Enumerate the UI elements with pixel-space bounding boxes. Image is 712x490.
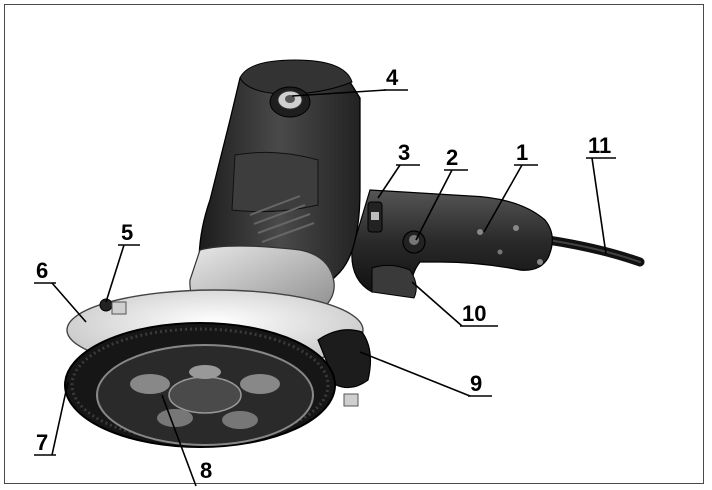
callout-7: 7 <box>34 381 69 456</box>
callout-5: 5 <box>105 220 140 303</box>
callout-label-5: 5 <box>121 220 133 245</box>
sanding-disc <box>96 344 314 446</box>
callout-10: 10 <box>411 281 498 327</box>
motor-housing <box>198 59 361 283</box>
rear-handle <box>351 189 553 293</box>
callout-8: 8 <box>161 394 212 487</box>
callout-label-2: 2 <box>446 145 458 170</box>
callout-label-3: 3 <box>398 140 410 165</box>
callout-label-10: 10 <box>462 301 486 326</box>
callout-3: 3 <box>377 140 420 199</box>
callout-label-7: 7 <box>36 430 48 455</box>
callout-label-11: 11 <box>588 133 611 158</box>
callout-1: 1 <box>483 140 538 233</box>
ring-clamp-screw <box>99 298 359 407</box>
callout-11: 11 <box>586 133 616 255</box>
callout-label-8: 8 <box>200 458 212 483</box>
callout-label-1: 1 <box>516 140 528 165</box>
spindle-lock-button <box>269 86 311 118</box>
callout-6: 6 <box>34 258 87 323</box>
trigger-switch <box>371 264 417 299</box>
callout-2: 2 <box>415 145 468 241</box>
callout-label-6: 6 <box>36 258 48 283</box>
callout-label-4: 4 <box>386 65 399 90</box>
callout-label-9: 9 <box>470 371 482 396</box>
power-cord <box>543 235 645 267</box>
callout-4: 4 <box>291 65 408 97</box>
lock-on-button <box>402 230 426 254</box>
callout-9: 9 <box>359 351 492 397</box>
